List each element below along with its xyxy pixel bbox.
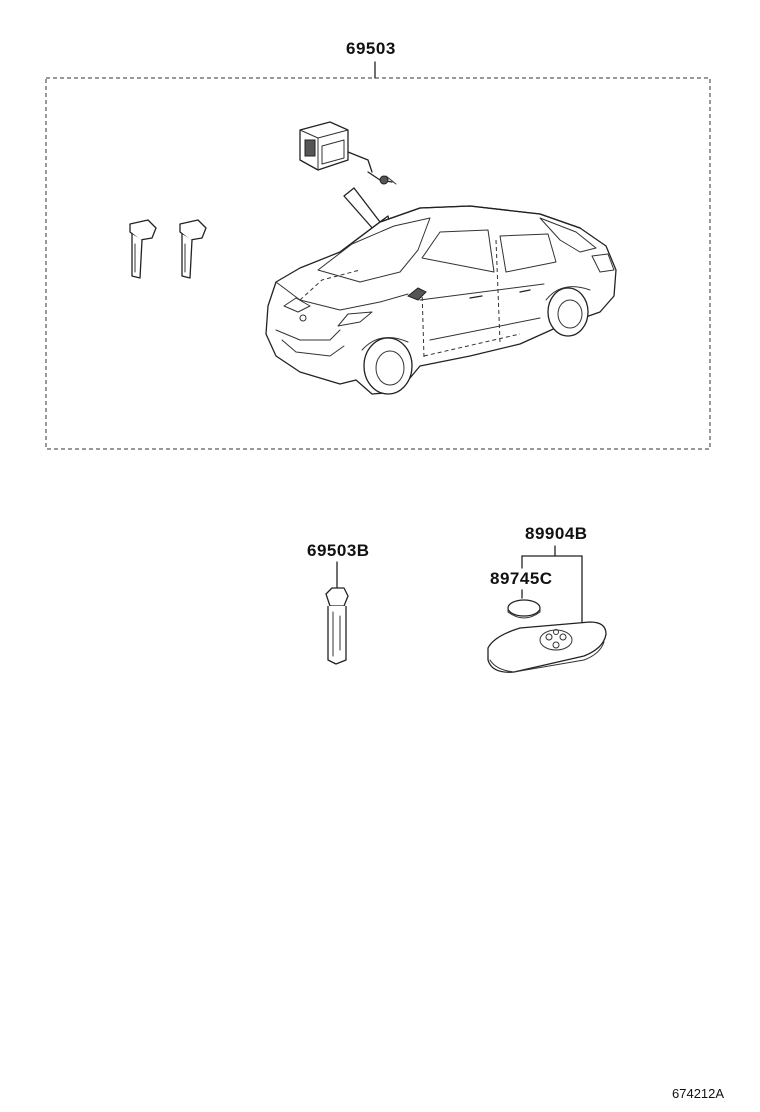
- key-blank-69503b: [325, 561, 349, 665]
- key-left: [129, 219, 157, 279]
- lock-cylinder-unit: [299, 121, 397, 185]
- part-number-transmitter[interactable]: 89904B: [525, 524, 588, 543]
- vehicle-illustration: [265, 205, 617, 395]
- illustration-id: 674212A: [672, 1086, 725, 1101]
- assembly-frame: [45, 61, 711, 450]
- transmitter-89904b: [487, 621, 607, 673]
- transmitter-leaders: [521, 545, 583, 633]
- part-number-key-blank[interactable]: 69503B: [307, 541, 370, 560]
- part-number-battery[interactable]: 89745C: [490, 569, 553, 588]
- part-number-assembly[interactable]: 69503: [346, 39, 396, 58]
- battery-89745c: [507, 599, 541, 619]
- key-right: [179, 219, 207, 279]
